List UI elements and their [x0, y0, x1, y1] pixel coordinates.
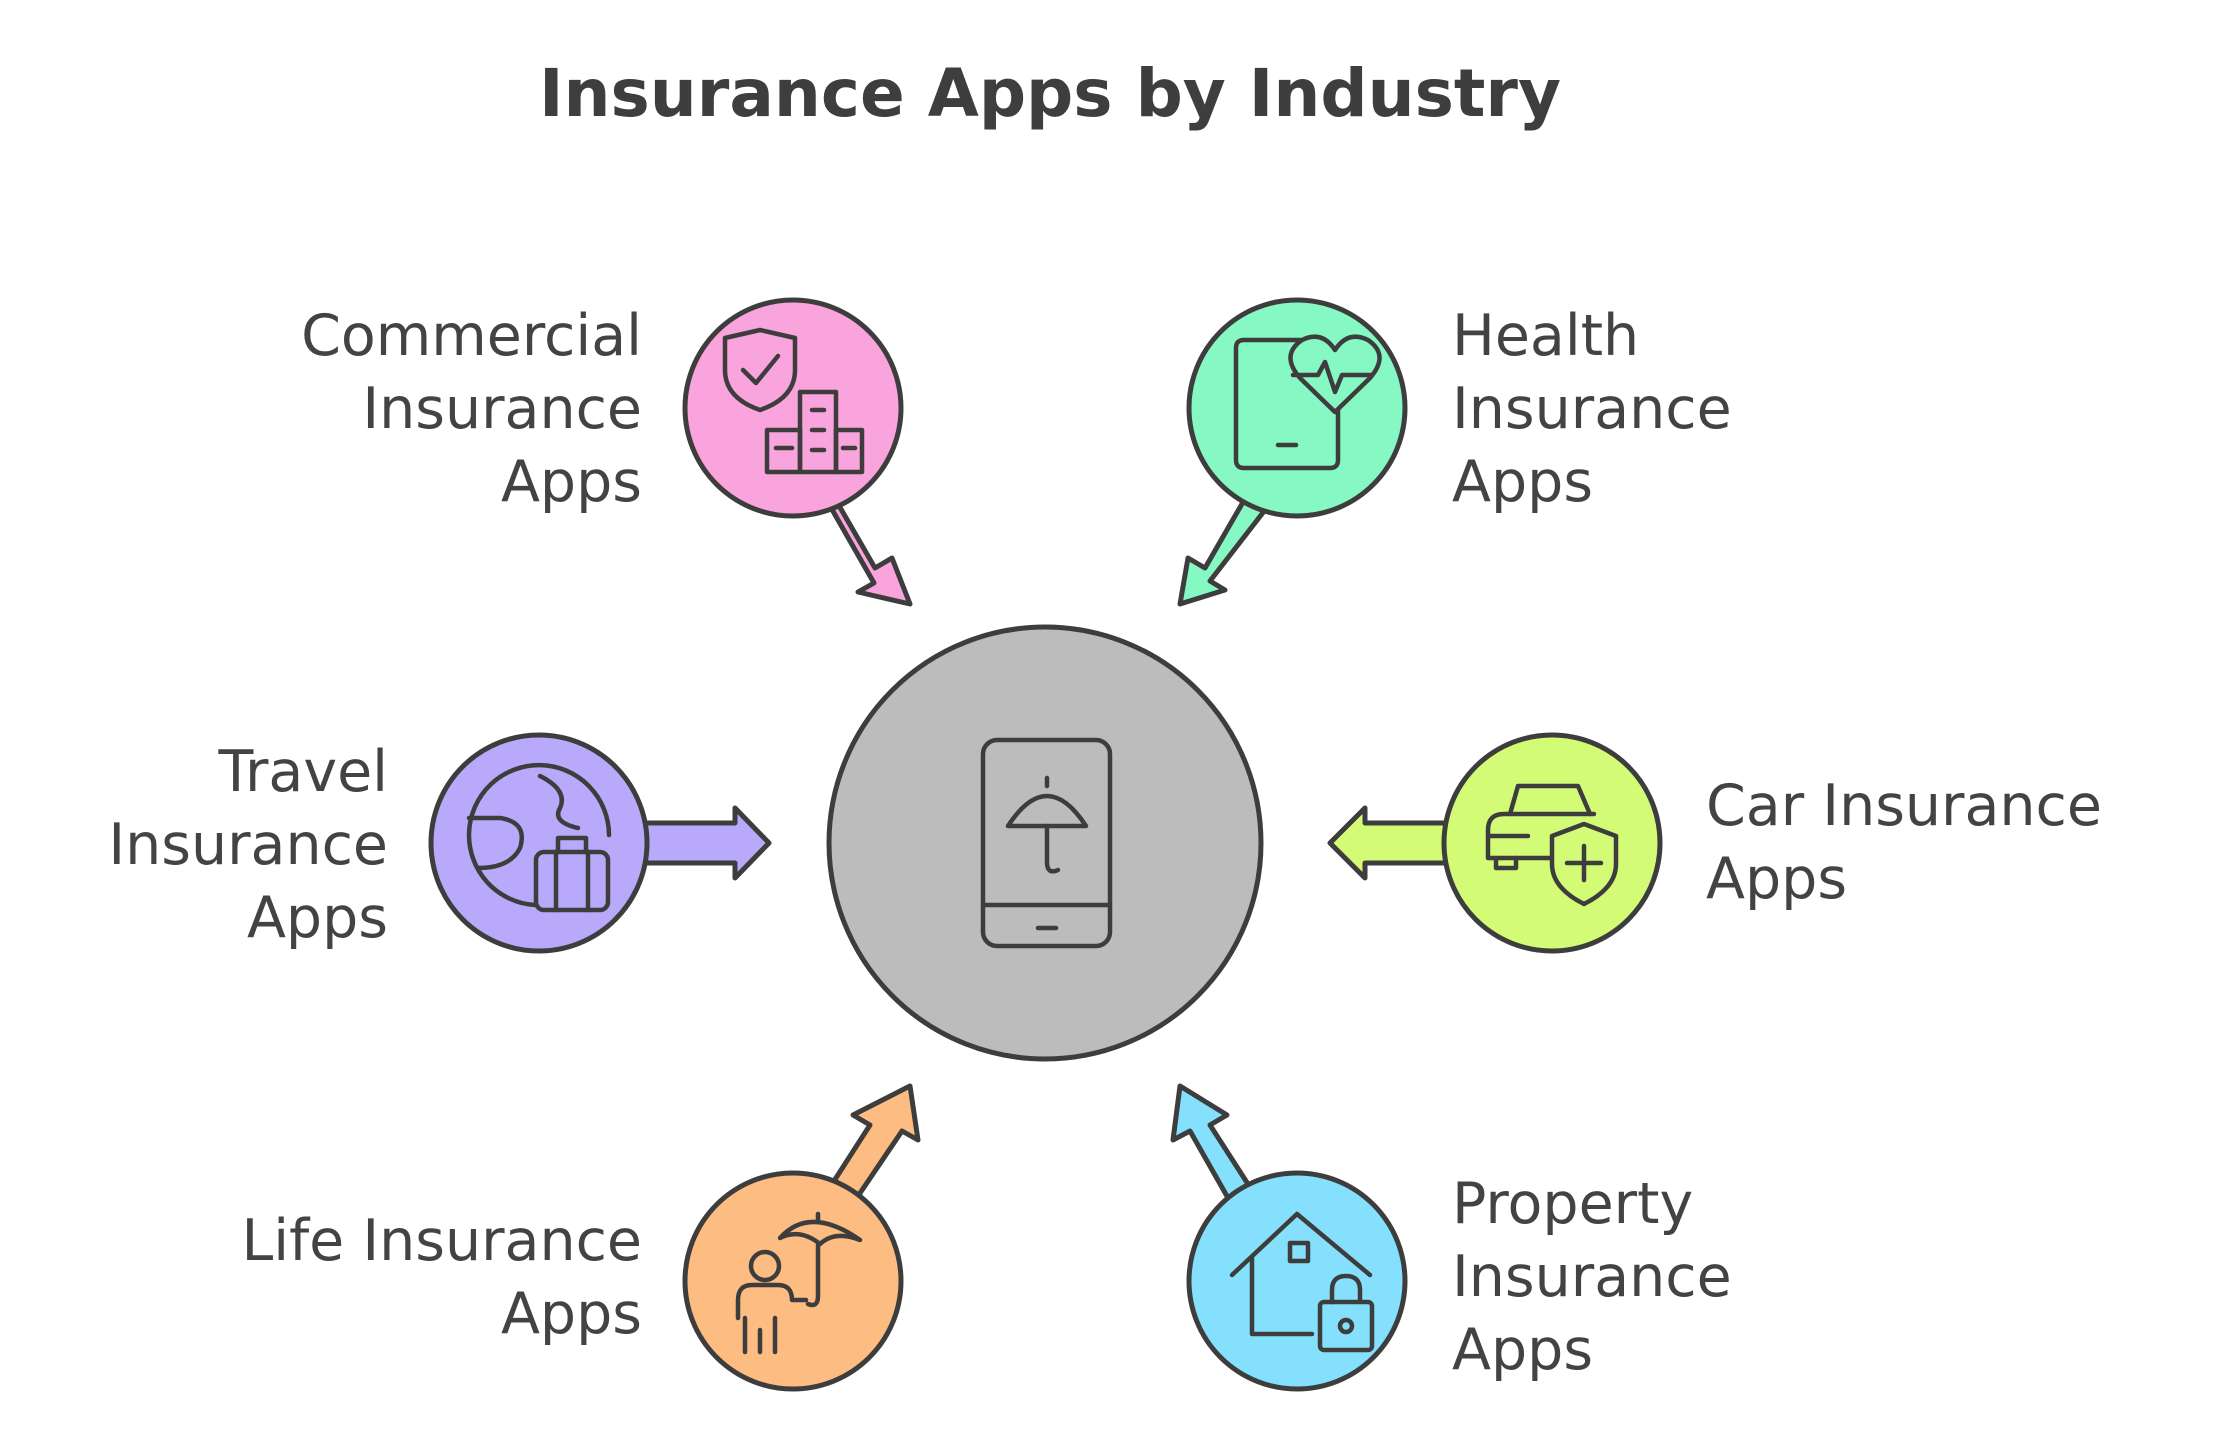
label-life: Life Insurance Apps [160, 1205, 642, 1351]
label-travel-line1: Travel [218, 739, 388, 805]
label-car: Car Insurance Apps [1706, 770, 2206, 916]
label-car-line1: Car Insurance [1706, 773, 2102, 839]
health-node [1186, 297, 1408, 519]
label-car-line2: Apps [1706, 846, 1848, 912]
label-commercial-line2: Insurance [362, 376, 642, 442]
label-property: Property Insurance Apps [1452, 1168, 1892, 1387]
arrow-travel [642, 805, 772, 881]
tablet-heart-icon [1233, 334, 1382, 471]
label-health: Health Insurance Apps [1452, 300, 1892, 519]
label-property-line2: Insurance [1452, 1244, 1732, 1310]
label-life-line1: Life Insurance [241, 1208, 642, 1274]
travel-node [428, 732, 650, 954]
label-property-line3: Apps [1452, 1317, 1594, 1383]
label-travel-line2: Insurance [108, 812, 388, 878]
arrow-car [1327, 805, 1458, 881]
arrow-commercial [827, 487, 913, 607]
label-commercial-line3: Apps [500, 449, 642, 515]
label-life-line2: Apps [500, 1281, 642, 1347]
arrow-life [822, 1083, 921, 1208]
diagram-title: Insurance Apps by Industry [538, 55, 1561, 132]
label-health-line1: Health [1452, 303, 1640, 369]
globe-luggage-icon [466, 762, 612, 913]
label-health-line3: Apps [1452, 449, 1594, 515]
label-commercial: Commercial Insurance Apps [200, 300, 642, 519]
person-umbrella-icon [735, 1211, 863, 1355]
life-node [682, 1170, 904, 1392]
label-commercial-line1: Commercial [301, 303, 642, 369]
property-node [1186, 1170, 1408, 1392]
arrow-health [1177, 487, 1268, 607]
arrow-property [1170, 1083, 1258, 1208]
commercial-node [682, 297, 904, 519]
label-travel: Travel Insurance Apps [40, 736, 388, 955]
car-shield-icon [1485, 783, 1619, 907]
house-lock-icon [1229, 1211, 1375, 1353]
label-property-line1: Property [1452, 1171, 1694, 1237]
label-travel-line3: Apps [246, 885, 388, 951]
shield-buildings-icon [722, 327, 865, 475]
label-health-line2: Insurance [1452, 376, 1732, 442]
phone-umbrella-icon [980, 737, 1113, 949]
